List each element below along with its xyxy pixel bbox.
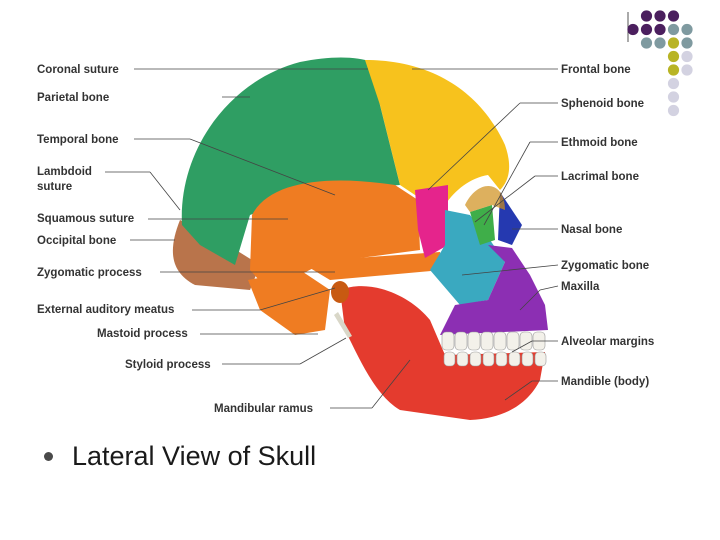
lower-tooth [469, 351, 482, 367]
upper-tooth [493, 331, 507, 351]
frontal-bone-shape [365, 60, 510, 205]
decor-dot [681, 64, 693, 76]
decor-dot [667, 23, 680, 36]
upper-tooth [441, 331, 455, 351]
label-maxilla: Maxilla [561, 281, 600, 293]
lower-tooth [495, 351, 508, 367]
label-zygomatic-process: Zygomatic process [37, 267, 142, 279]
lower-tooth [482, 351, 495, 367]
decor-dot [667, 77, 680, 90]
label-mandibular-ramus: Mandibular ramus [214, 403, 313, 415]
label-zygomatic-bone: Zygomatic bone [561, 260, 649, 272]
decor-dot [667, 91, 680, 103]
ethmoid-bone-shape [470, 205, 495, 245]
teeth-group [441, 331, 547, 367]
mandible-shape [340, 286, 545, 420]
lower-tooth [521, 351, 534, 367]
lower-tooth [508, 351, 521, 367]
label-alveolar-margins: Alveolar margins [561, 336, 654, 348]
label-mandible-body: Mandible (body) [561, 376, 649, 388]
decor-dot [640, 10, 653, 22]
decor-dot [681, 23, 693, 36]
caption-row: Lateral View of Skull [44, 438, 316, 474]
label-mastoid-process: Mastoid process [97, 328, 188, 340]
temporal-bone-shape [250, 180, 420, 290]
sphenoid-bone-shape [415, 185, 448, 258]
decor-dot [667, 50, 680, 63]
styloid-shape [334, 312, 352, 338]
zygomatic-bone-shape [430, 210, 505, 305]
decor-dot [627, 23, 639, 36]
leader-lines [105, 68, 559, 409]
label-styloid-process: Styloid process [125, 359, 211, 371]
decor-dot [667, 64, 680, 76]
label-temporal-bone: Temporal bone [37, 134, 119, 146]
decor-dot [654, 10, 666, 22]
upper-tooth [480, 331, 494, 351]
ear-canal-shape [331, 281, 349, 303]
decor-dot [640, 23, 653, 36]
upper-tooth [454, 331, 468, 351]
label-lambdoid-suture: suture [37, 181, 72, 193]
bullet-icon [44, 451, 53, 461]
parietal-bone-shape [181, 57, 400, 265]
label-squamous-suture: Squamous suture [37, 213, 134, 225]
decor-dot [681, 37, 693, 49]
upper-tooth [519, 331, 533, 351]
label-coronal-suture: Coronal suture [37, 64, 119, 76]
label-lambdoid: Lambdoid [37, 166, 92, 178]
label-external-auditory-meatus: External auditory meatus [37, 304, 174, 316]
decor-dot [667, 10, 680, 22]
label-nasal-bone: Nasal bone [561, 224, 622, 236]
zygomatic-process-shape [300, 252, 442, 280]
label-lacrimal-bone: Lacrimal bone [561, 171, 639, 183]
maxilla-shape [440, 245, 548, 335]
lower-tooth [443, 351, 456, 367]
skull-diagram: Coronal suture Parietal bone Temporal bo… [37, 57, 654, 420]
upper-tooth [506, 331, 520, 351]
label-ethmoid-bone: Ethmoid bone [561, 137, 638, 149]
decor-dot [654, 23, 666, 36]
label-sphenoid-bone: Sphenoid bone [561, 98, 644, 110]
upper-tooth [467, 331, 481, 351]
label-frontal-bone: Frontal bone [561, 64, 631, 76]
decor-dot [681, 50, 693, 63]
mastoid-region-shape [248, 270, 330, 335]
decor-dot [640, 37, 653, 49]
decor-dot [654, 37, 666, 49]
lower-tooth [456, 351, 469, 367]
lower-tooth [534, 351, 547, 367]
decor-dot [667, 104, 680, 117]
decor-dot [667, 37, 680, 49]
slide-caption: Lateral View of Skull [72, 440, 317, 471]
label-occipital-bone: Occipital bone [37, 235, 116, 247]
label-parietal-bone: Parietal bone [37, 92, 109, 104]
corner-decoration [627, 10, 693, 117]
